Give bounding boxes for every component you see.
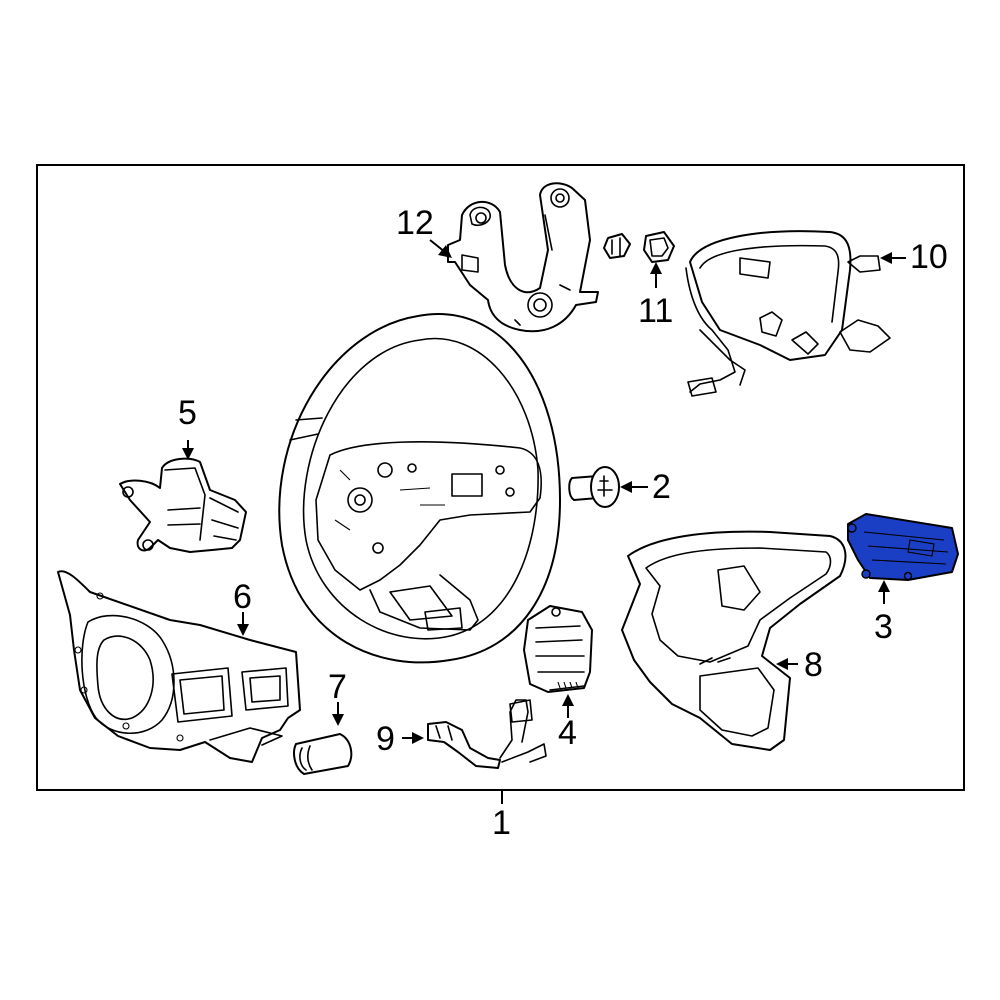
part-3-control-switch-highlighted[interactable] <box>847 513 959 581</box>
steering-wheel[interactable] <box>278 313 561 664</box>
callout-5: 5 <box>178 394 197 432</box>
part-9-wiring-harness[interactable] <box>427 699 547 769</box>
callout-9: 9 <box>376 720 395 758</box>
callout-11: 11 <box>638 292 673 330</box>
callout-6: 6 <box>233 578 252 616</box>
assembly-frame <box>36 164 965 791</box>
part-4-control-switch[interactable] <box>523 605 593 693</box>
callout-2: 2 <box>652 468 671 506</box>
callout-4: 4 <box>558 714 577 752</box>
callout-8: 8 <box>804 646 823 684</box>
part-11-nut[interactable] <box>603 231 675 263</box>
callout-12: 12 <box>396 204 434 242</box>
callout-10: 10 <box>910 238 948 276</box>
part-12-upper-bracket[interactable] <box>447 182 599 333</box>
part-8-main-bezel[interactable] <box>621 530 847 751</box>
leader-lines <box>182 239 906 804</box>
part-6-lower-bezel[interactable] <box>57 570 301 763</box>
callout-1: 1 <box>492 804 511 842</box>
part-2-bolt[interactable] <box>568 466 620 508</box>
part-10-airbag-harness[interactable] <box>685 230 891 397</box>
part-7-trim-cap[interactable] <box>293 733 353 775</box>
callout-7: 7 <box>328 668 347 706</box>
callout-3: 3 <box>874 608 893 646</box>
part-5-paddle-switch[interactable] <box>119 457 247 553</box>
